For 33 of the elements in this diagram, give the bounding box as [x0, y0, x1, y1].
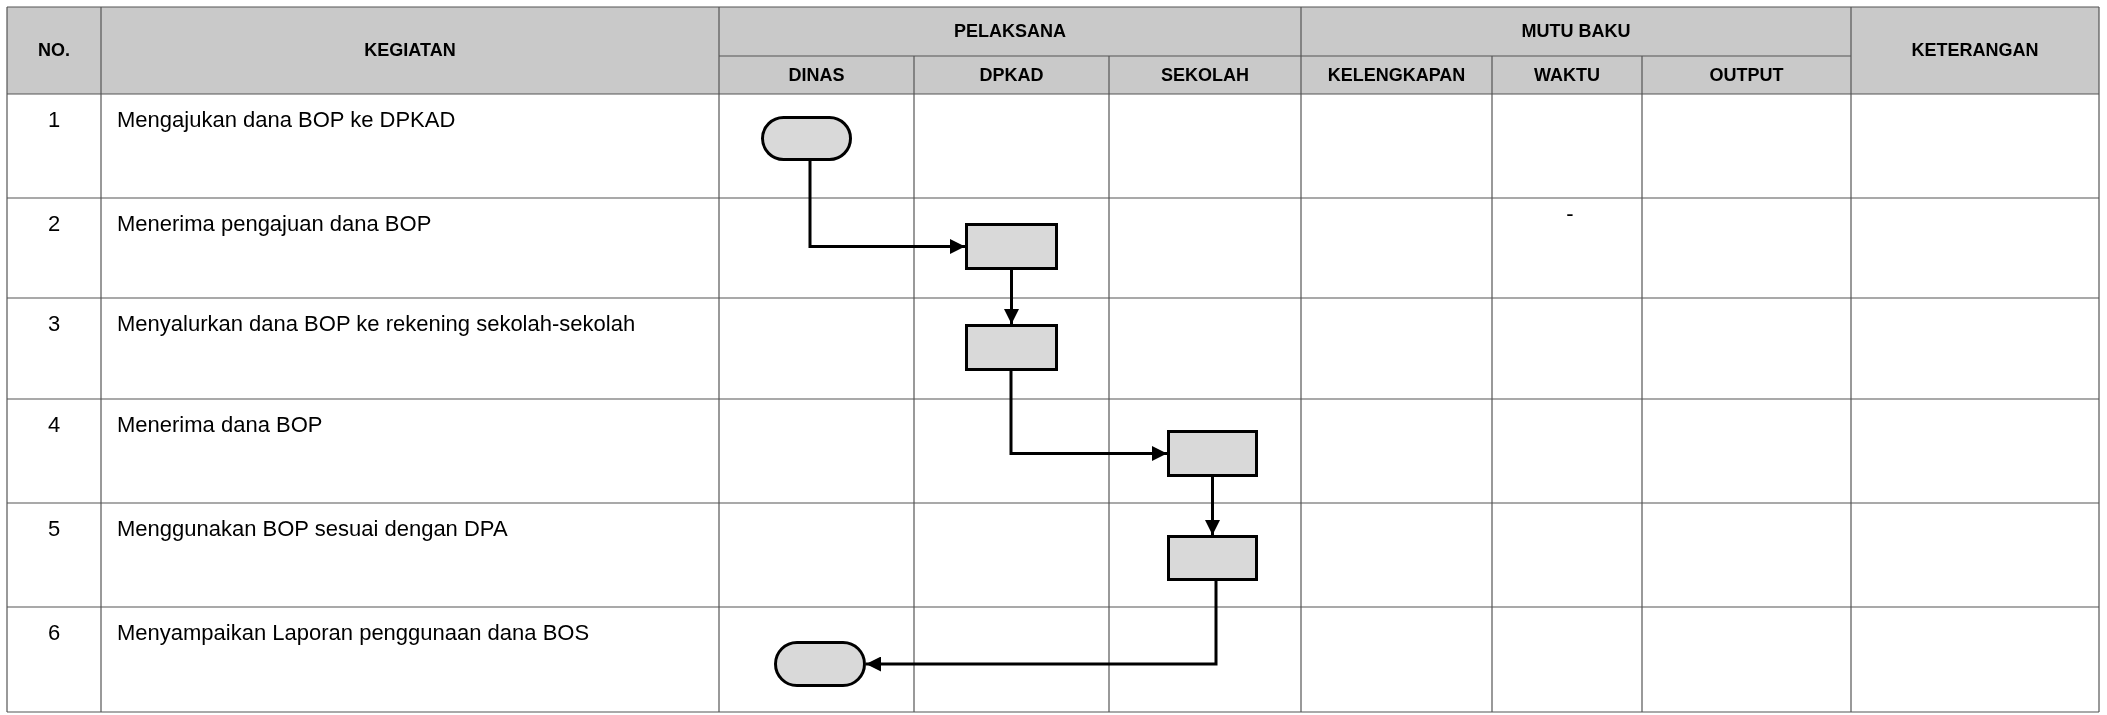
column-header: SEKOLAH [1160, 63, 1250, 87]
arrow [1004, 270, 1019, 324]
row-number: 5 [46, 515, 62, 543]
activity-text: Menggunakan BOP sesuai dengan DPA [116, 515, 509, 543]
dash-mark: - [1565, 200, 1575, 228]
column-header: PELAKSANA [953, 20, 1067, 43]
activity-text: Menerima dana BOP [116, 411, 324, 439]
process-box [1167, 430, 1258, 477]
process-box [1167, 535, 1258, 581]
activity-text: Menyalurkan dana BOP ke rekening sekolah-sekolah [116, 310, 637, 338]
row-number: 6 [46, 619, 62, 647]
process-box [965, 324, 1058, 371]
arrow [866, 581, 1218, 672]
row-number: 4 [46, 411, 62, 439]
row-number: 2 [46, 210, 62, 238]
column-header: DPKAD [978, 63, 1045, 87]
column-header: KEGIATAN [363, 39, 457, 62]
arrow [808, 161, 965, 254]
row-number: 3 [46, 310, 62, 338]
column-header: MUTU BAKU [1520, 20, 1632, 43]
process-box [965, 223, 1058, 270]
column-header: KELENGKAPAN [1326, 63, 1467, 87]
activity-text: Menyampaikan Laporan penggunaan dana BOS [116, 619, 591, 647]
column-header: OUTPUT [1708, 63, 1785, 87]
activity-text: Menerima pengajuan dana BOP [116, 210, 433, 238]
column-header: WAKTU [1533, 63, 1601, 87]
activity-text: Mengajukan dana BOP ke DPKAD [116, 106, 457, 134]
row-number: 1 [46, 106, 62, 134]
column-header: KETERANGAN [1910, 39, 2040, 62]
arrow [1205, 477, 1220, 535]
column-header: NO. [37, 39, 71, 62]
column-header: DINAS [787, 63, 846, 87]
arrow [1009, 371, 1167, 461]
